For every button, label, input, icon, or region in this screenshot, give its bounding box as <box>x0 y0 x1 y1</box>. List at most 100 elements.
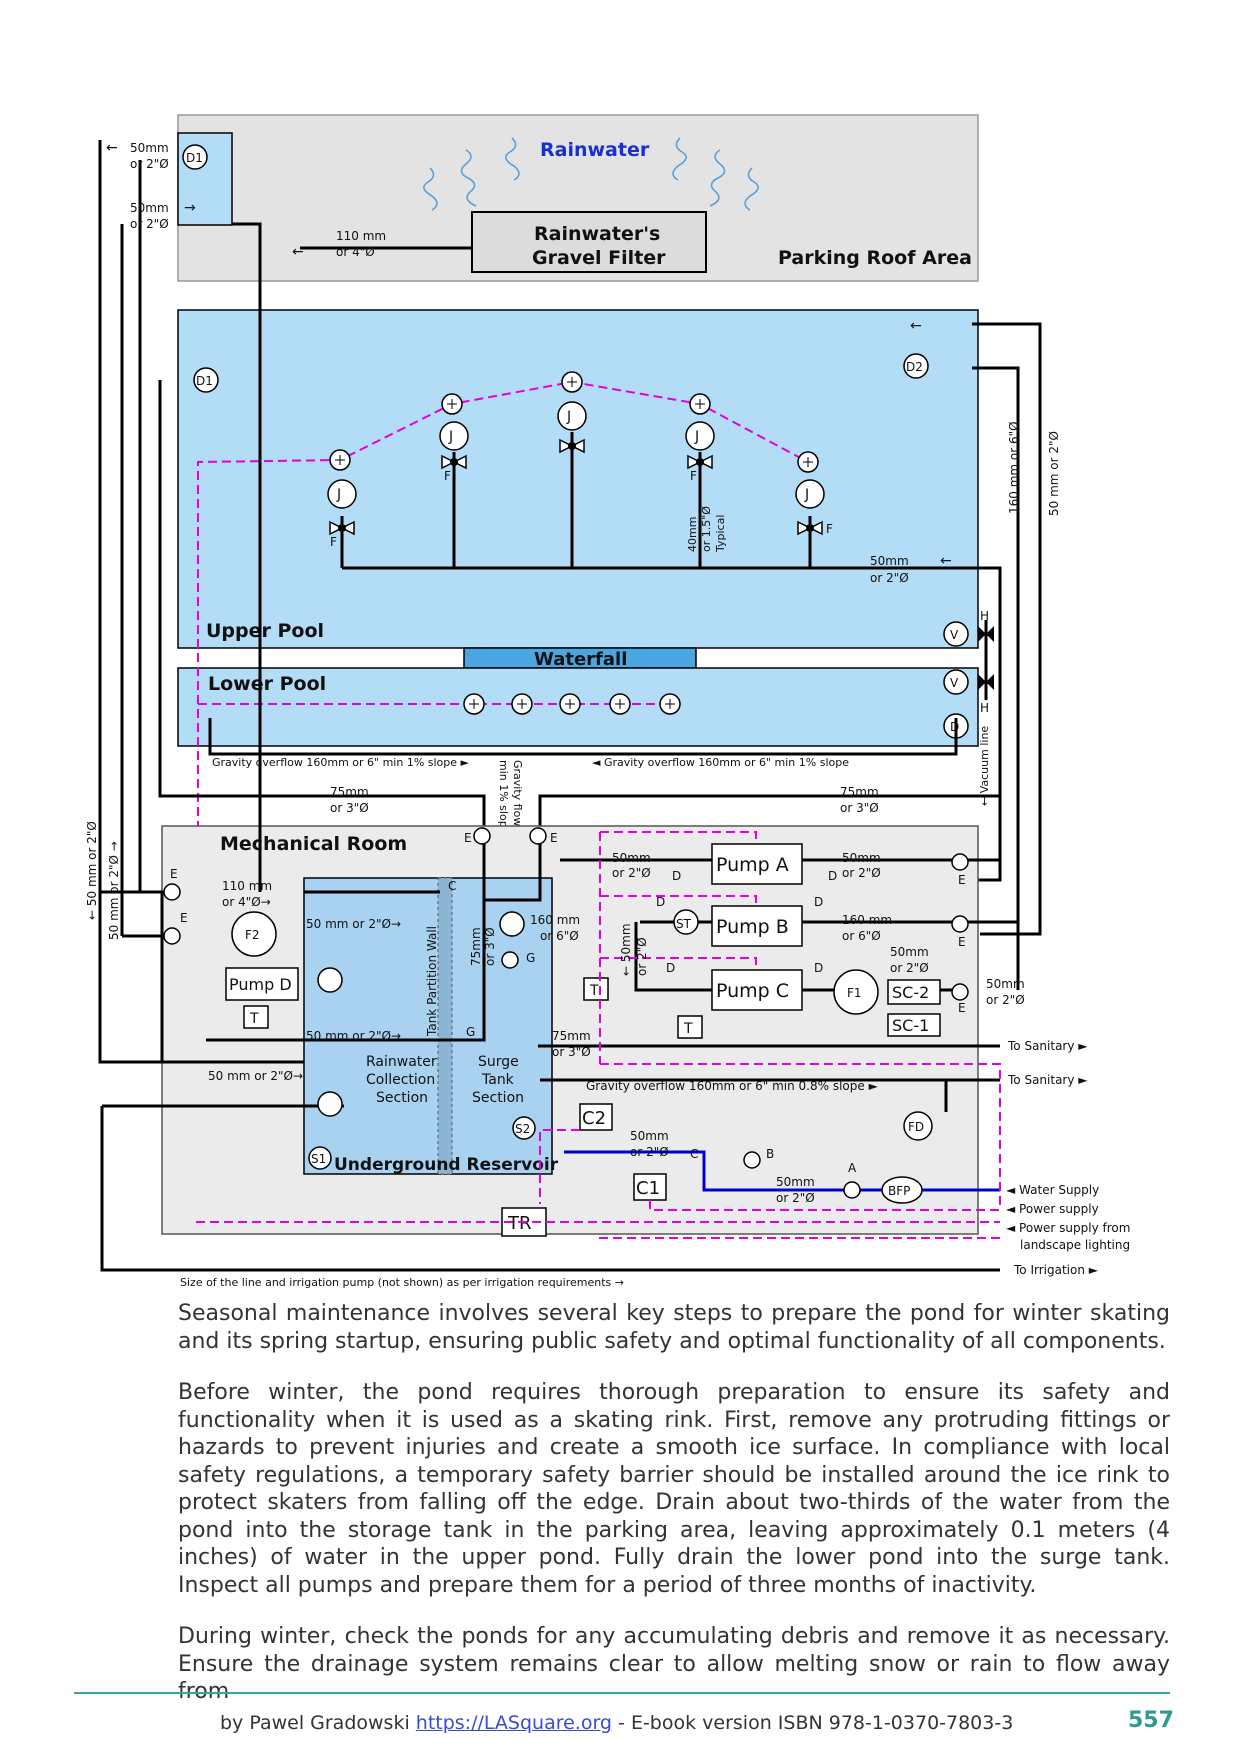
svg-text:50mm: 50mm <box>612 851 651 865</box>
lower-pool-lights <box>463 693 681 715</box>
svg-text:50 mm or 2"Ø→: 50 mm or 2"Ø→ <box>306 1029 401 1043</box>
st-label: ST <box>676 917 692 931</box>
controller-c1 <box>633 1173 667 1201</box>
power-supply-label: ◄ Power supply <box>1006 1202 1099 1216</box>
sensor-s1 <box>308 1146 332 1170</box>
upper-vacuum-v-label: V <box>950 628 959 642</box>
svg-text:or 2"Ø: or 2"Ø <box>890 961 929 975</box>
rainwater-section-1: Rainwater <box>366 1054 437 1070</box>
svg-text:or 2"Ø: or 2"Ø <box>776 1191 815 1205</box>
typical-size-label-3: Typical <box>714 515 727 553</box>
right-risers <box>960 322 1042 990</box>
svg-text:A: A <box>848 1161 857 1175</box>
gravity-flow-label: Gravity flow <box>511 760 524 826</box>
svg-text:E: E <box>958 1001 966 1015</box>
svg-text:or 2"Ø: or 2"Ø <box>986 993 1025 1007</box>
timer-t-2 <box>583 977 609 1001</box>
pump-b-label: Pump B <box>716 916 789 938</box>
sensor-s2 <box>512 1116 536 1140</box>
svg-text:or 2"Ø: or 2"Ø <box>130 217 169 231</box>
upper-pool-label: Upper Pool <box>206 620 324 642</box>
paragraph-2: Before winter, the pond requires thoroug… <box>178 1380 1170 1598</box>
svg-text:E: E <box>170 867 178 881</box>
svg-text:E: E <box>550 831 558 845</box>
svg-text:110 mm: 110 mm <box>222 879 272 893</box>
gravity-overflow-bottom: Gravity overflow 160mm or 6" min 0.8% sl… <box>586 1079 879 1093</box>
gravity-overflow-right: ◄ Gravity overflow 160mm or 6" min 1% sl… <box>592 756 849 769</box>
timer-t-1 <box>243 1005 269 1029</box>
svg-text:E: E <box>464 831 472 845</box>
svg-text:F: F <box>444 469 451 483</box>
upper-drain-d2-label: D2 <box>906 360 923 374</box>
vert-3in: or 3"Ø <box>483 927 497 966</box>
surge-tank-2: Tank <box>481 1072 515 1088</box>
svg-text:D: D <box>814 961 823 975</box>
gravel-filter <box>471 211 707 273</box>
left-vert-2: 50 mm or 2"Ø → <box>107 841 121 940</box>
upper-drain-d1 <box>193 367 219 393</box>
rainwater-label: Rainwater <box>540 139 650 161</box>
vert-50mm: ← 50mm <box>619 923 633 976</box>
svg-text:G: G <box>526 951 535 965</box>
svg-text:50mm: 50mm <box>630 1129 669 1143</box>
pump-b <box>711 905 803 947</box>
svg-text:50mm: 50mm <box>776 1175 815 1189</box>
footer-author: by Pawel Gradowski <box>220 1712 410 1734</box>
typical-size-label: 40mm <box>686 517 699 552</box>
svg-text:160 mm: 160 mm <box>530 913 580 927</box>
svg-text:J: J <box>448 429 453 445</box>
svg-text:110 mm: 110 mm <box>336 229 386 243</box>
left-75mm: 75mm <box>330 785 369 799</box>
gravel-filter-line2: Gravel Filter <box>532 247 666 269</box>
mechanical-room-label: Mechanical Room <box>220 833 407 855</box>
roof-drain-d1-label: D1 <box>186 151 203 165</box>
right-vert-160: 160 mm or 6"Ø <box>1007 421 1021 514</box>
sensor-s2-label: S2 <box>515 1122 530 1136</box>
svg-text:F: F <box>330 535 337 549</box>
gravity-overflow-pipe <box>208 718 958 756</box>
tank-partition-wall <box>437 877 453 1175</box>
svg-text:50mm: 50mm <box>130 201 169 215</box>
pump-d-label: Pump D <box>229 975 292 994</box>
filter-f1 <box>833 969 879 1015</box>
svg-text:E: E <box>958 935 966 949</box>
footer-link[interactable]: https://LASquare.org <box>415 1712 612 1734</box>
svg-text:or 6"Ø: or 6"Ø <box>540 929 579 943</box>
svg-text:G: G <box>466 1025 475 1039</box>
water-supply-pipe <box>564 1150 1000 1192</box>
right-3in: or 3"Ø <box>840 801 879 815</box>
lower-vacuum-v <box>943 669 969 695</box>
svg-text:C: C <box>448 879 456 893</box>
left-3in: or 3"Ø <box>330 801 369 815</box>
svg-text:→: → <box>184 200 196 216</box>
sensor-s1-label: S1 <box>311 1152 326 1166</box>
to-sanitary-2: To Sanitary ► <box>1007 1073 1088 1087</box>
jet-3: J <box>557 371 587 454</box>
timer-t-2-label: T <box>589 983 599 999</box>
svg-text:E: E <box>958 873 966 887</box>
backflow-preventer-label: BFP <box>888 1184 910 1198</box>
controller-c1-label: C1 <box>636 1178 660 1199</box>
to-irrigation-label: To Irrigation ► <box>1013 1263 1099 1277</box>
size-note: Size of the line and irrigation pump (no… <box>180 1276 624 1289</box>
svg-text:or 4"Ø: or 4"Ø <box>336 245 375 259</box>
svg-text:or 2"Ø: or 2"Ø <box>130 157 169 171</box>
svg-text:or 2"Ø: or 2"Ø <box>842 866 881 880</box>
room-electrical <box>196 831 1001 1239</box>
surge-tank-3: Section <box>472 1090 524 1106</box>
valve-symbols <box>163 827 969 1199</box>
svg-text:50 mm or 2"Ø→: 50 mm or 2"Ø→ <box>306 917 401 931</box>
pump-a-label: Pump A <box>716 854 789 876</box>
h-valves: H H <box>978 609 994 715</box>
footer-rule <box>74 1692 1170 1694</box>
sc-1-label: SC-1 <box>892 1016 929 1035</box>
pump-a <box>711 843 803 885</box>
upper-drain-d1-label: D1 <box>196 374 213 388</box>
svg-text:D: D <box>666 961 675 975</box>
svg-text:50mm: 50mm <box>890 945 929 959</box>
svg-text:E: E <box>180 911 188 925</box>
gravity-overflow-left: Gravity overflow 160mm or 6" min 1% slop… <box>212 756 470 769</box>
jet-2: J F <box>439 393 469 483</box>
pond-system-diagram: Rainwater Rainwater's Gravel Filter Park… <box>85 114 1130 1289</box>
filter-f1-label: F1 <box>847 986 862 1000</box>
